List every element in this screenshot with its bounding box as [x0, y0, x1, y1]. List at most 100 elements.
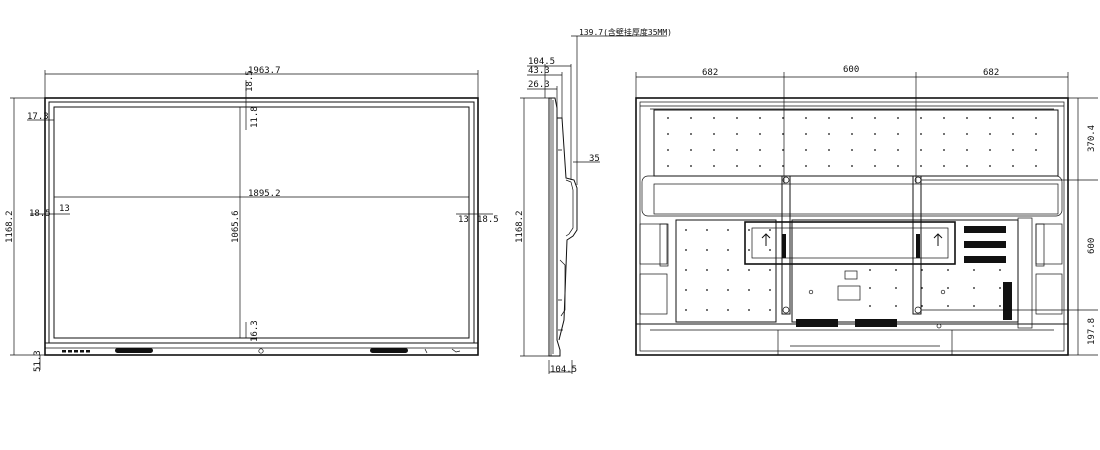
screw-dot: [874, 117, 876, 119]
screw-dot: [759, 117, 761, 119]
screw-dot: [1035, 133, 1037, 135]
screw-dot: [943, 165, 945, 167]
rear-lower-center-panel: [791, 219, 1019, 323]
screw-dot: [966, 133, 968, 135]
front-view: 1963.7 18.5 11.8 17.3 1895.2 18.5 13 13 …: [5, 66, 499, 372]
screw-dot: [869, 269, 871, 271]
dim-rear-vesa-height: 600: [1087, 238, 1097, 254]
rear-vent-bottom-right: [855, 319, 897, 327]
screw-dot: [1035, 149, 1037, 151]
screw-dot: [895, 287, 897, 289]
screw-dot: [1035, 117, 1037, 119]
screw-dot: [966, 117, 968, 119]
screw-dot: [921, 305, 923, 307]
screw-dot: [973, 269, 975, 271]
screw-dot: [727, 229, 729, 231]
rear-vent-side: [1003, 282, 1012, 320]
screw-dot: [989, 165, 991, 167]
screw-dot: [748, 249, 750, 251]
screw-dot: [713, 165, 715, 167]
screw-dot: [769, 309, 771, 311]
dim-rear-top-to-mount: 370.4: [1087, 125, 1097, 152]
screw-dot: [851, 149, 853, 151]
front-speaker-right: [370, 348, 408, 353]
rear-vent-1: [964, 226, 1006, 233]
screw-dot: [1012, 149, 1014, 151]
screw-dot: [973, 305, 975, 307]
screw-dot: [897, 117, 899, 119]
screw-dot: [1012, 133, 1014, 135]
screw-dot: [851, 117, 853, 119]
side-view: 139.7(含壁挂厚度35MM) 104.5 43.3 26.3 35 1168…: [515, 27, 672, 375]
screw-dot: [943, 117, 945, 119]
dim-active-width: 1895.2: [248, 189, 281, 199]
screw-dot: [727, 249, 729, 251]
screw-dot: [851, 133, 853, 135]
screw-dot: [782, 133, 784, 135]
front-button-row: [62, 350, 90, 353]
screw-dot: [897, 133, 899, 135]
dim-rear-bottom-to-mount: 197.8: [1087, 318, 1097, 345]
screw-dot: [874, 165, 876, 167]
screw-dot: [851, 165, 853, 167]
screw-dot: [782, 117, 784, 119]
screw-dot: [685, 309, 687, 311]
dim-active-height: 1065.6: [231, 210, 241, 243]
rear-lower-left-panel: [675, 219, 777, 323]
screw-dot: [943, 133, 945, 135]
screw-dot: [897, 149, 899, 151]
screw-dot: [782, 149, 784, 151]
rear-view: 682 600 682 370.4 600 197.8: [635, 65, 1098, 356]
screw-dot: [989, 117, 991, 119]
screw-dot: [769, 229, 771, 231]
screw-dot: [667, 149, 669, 151]
screw-dot: [713, 117, 715, 119]
screw-dot: [943, 149, 945, 151]
screw-dot: [897, 165, 899, 167]
screw-dot: [1012, 165, 1014, 167]
screw-dot: [727, 269, 729, 271]
screw-dot: [989, 149, 991, 151]
screw-dot: [805, 165, 807, 167]
screw-dot: [713, 149, 715, 151]
screw-dot: [947, 305, 949, 307]
dim-bottom-bezel: 51.3: [33, 350, 43, 372]
screw-dot: [706, 229, 708, 231]
screw-dot: [727, 309, 729, 311]
dim-overall-width: 1963.7: [248, 66, 281, 76]
screw-dot: [999, 305, 1001, 307]
screw-dot: [921, 269, 923, 271]
screw-dot: [921, 287, 923, 289]
front-screen: [53, 106, 470, 339]
dim-top-bezel: 18.5: [245, 70, 255, 92]
dim-depth-mid: 43.3: [528, 66, 550, 76]
screw-dot: [685, 269, 687, 271]
screw-dot: [690, 149, 692, 151]
screw-dot: [947, 269, 949, 271]
screw-dot: [667, 165, 669, 167]
dim-rear-left-span: 682: [702, 68, 718, 78]
screw-dot: [685, 249, 687, 251]
rear-wallmount-plate: [744, 221, 956, 265]
screw-dot: [1012, 117, 1014, 119]
screw-dot: [748, 309, 750, 311]
screw-dot: [706, 289, 708, 291]
dim-left-bezel: 18.5: [29, 209, 51, 219]
screw-dot: [748, 289, 750, 291]
dim-depth-total: 104.5: [528, 57, 555, 67]
screw-dot: [805, 133, 807, 135]
dim-left-offset: 13: [59, 204, 70, 214]
screw-dot: [999, 287, 1001, 289]
screw-dot: [805, 149, 807, 151]
screw-dot: [973, 287, 975, 289]
dim-wallmount: 35: [589, 154, 600, 164]
screw-dot: [989, 133, 991, 135]
screw-dot: [895, 305, 897, 307]
rear-vent-3: [964, 256, 1006, 263]
screw-dot: [748, 269, 750, 271]
screw-dot: [869, 287, 871, 289]
screw-dot: [759, 133, 761, 135]
dim-bottom-offset: 16.3: [250, 320, 260, 342]
dim-side-height: 1168.2: [515, 210, 525, 243]
